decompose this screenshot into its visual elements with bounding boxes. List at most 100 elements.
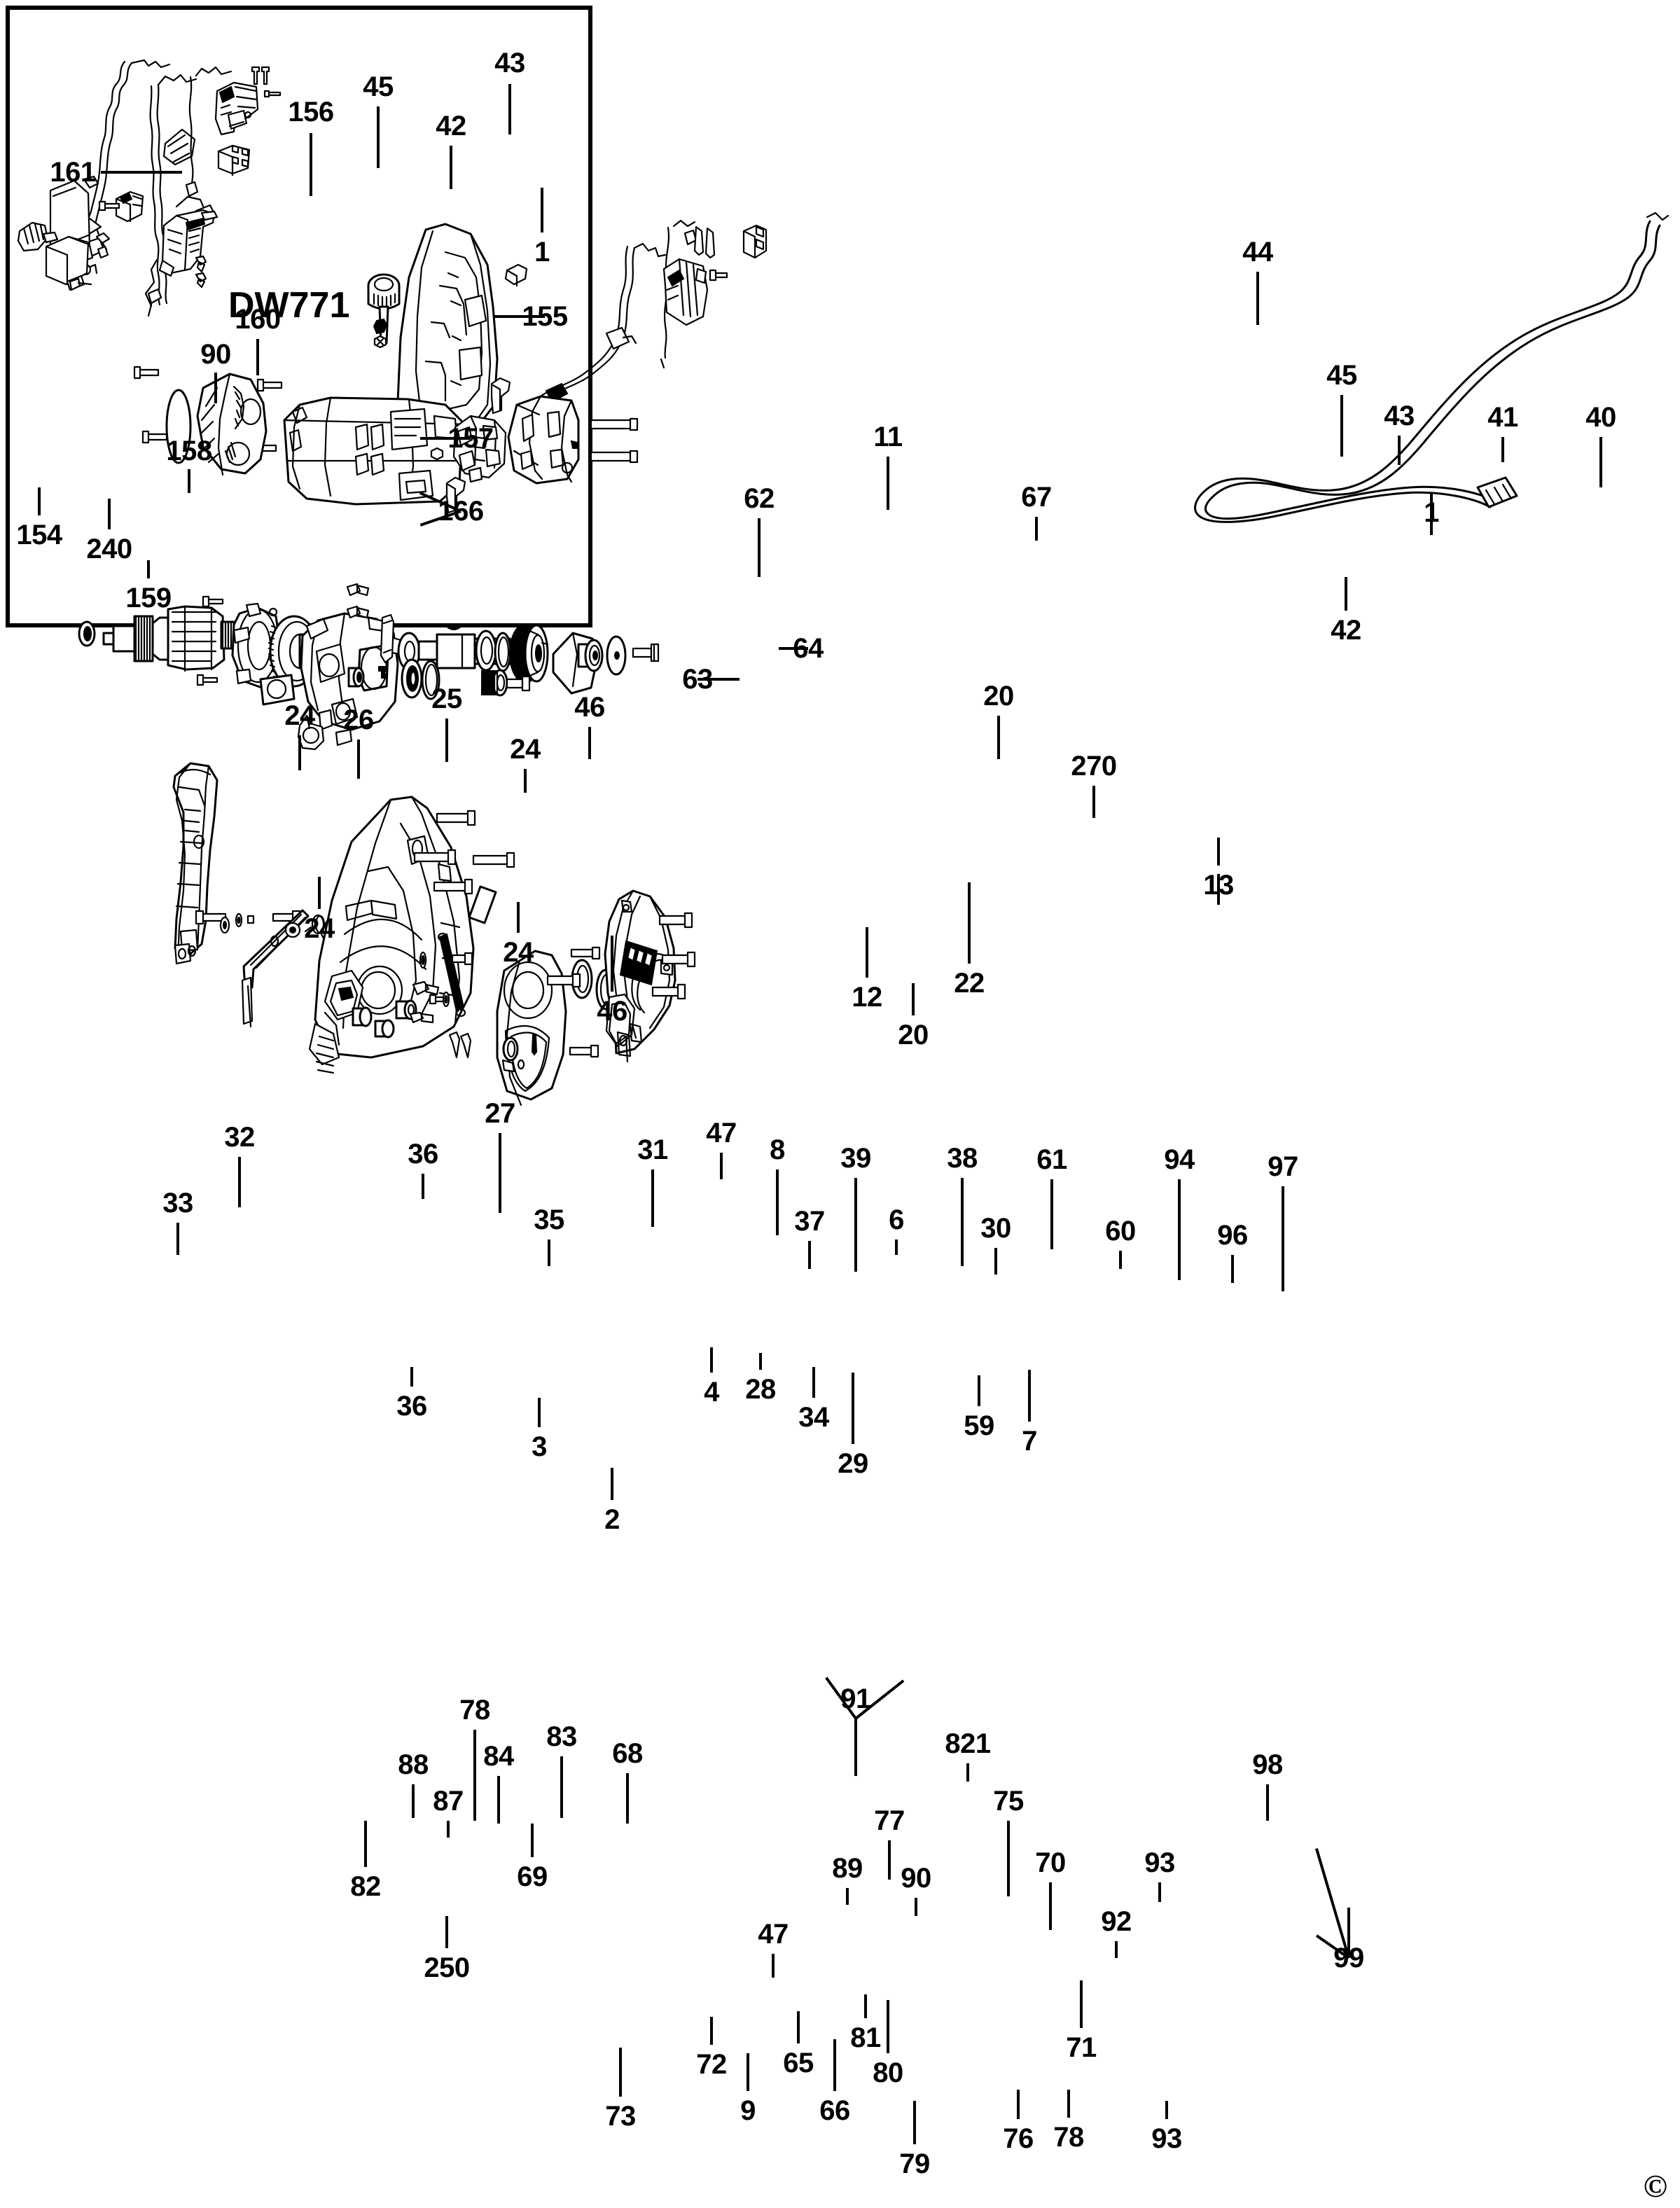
blade-guard-98 bbox=[594, 884, 692, 1066]
leader-line bbox=[588, 727, 591, 759]
callout-45: 45 bbox=[363, 71, 394, 102]
part-84 bbox=[245, 913, 256, 926]
callout-12: 12 bbox=[852, 982, 882, 1013]
pins-79 bbox=[447, 1029, 475, 1064]
leader-line bbox=[1340, 395, 1343, 457]
callout-44: 44 bbox=[1242, 237, 1273, 268]
callout-47: 47 bbox=[706, 1118, 737, 1148]
callout-81: 81 bbox=[850, 2022, 881, 2053]
leader-line bbox=[852, 1373, 854, 1444]
leader-line bbox=[1345, 577, 1347, 611]
leader-line bbox=[1178, 1179, 1181, 1280]
leader-line bbox=[854, 1719, 857, 1776]
leader-line bbox=[710, 1347, 713, 1373]
leader-line bbox=[887, 2000, 889, 2053]
leader-line bbox=[38, 487, 41, 515]
pin-80 bbox=[441, 990, 451, 1008]
leader-line bbox=[619, 2048, 622, 2097]
screw-90-lower bbox=[451, 951, 476, 966]
callout-160: 160 bbox=[235, 304, 281, 335]
callout-4: 4 bbox=[704, 1377, 719, 1408]
leader-line bbox=[548, 1240, 550, 1266]
spring-77 bbox=[434, 931, 469, 1022]
screws-13 bbox=[590, 415, 646, 471]
callout-46: 46 bbox=[574, 692, 605, 723]
callout-69: 69 bbox=[517, 1861, 548, 1892]
leader-line bbox=[377, 106, 380, 168]
leader-line bbox=[994, 1248, 997, 1275]
guard-plate-75 bbox=[490, 947, 581, 1106]
leader-line bbox=[720, 1153, 723, 1179]
leader-line bbox=[560, 1756, 563, 1818]
leader-line bbox=[961, 1178, 964, 1266]
motor-field-assembly bbox=[272, 384, 482, 524]
leader-line bbox=[1158, 1882, 1161, 1902]
bolt-66 bbox=[409, 1010, 440, 1027]
callout-84: 84 bbox=[483, 1741, 514, 1772]
callout-46: 46 bbox=[597, 996, 627, 1027]
callout-91: 91 bbox=[840, 1683, 871, 1714]
leader-line bbox=[1050, 1179, 1053, 1249]
leader-line bbox=[1217, 838, 1220, 866]
leader-line bbox=[747, 2053, 749, 2091]
inset-terminal-block-155 bbox=[214, 141, 256, 176]
inset-screw-90 bbox=[98, 197, 126, 214]
inset-screw-158 bbox=[90, 224, 118, 266]
bolt-92 bbox=[546, 972, 584, 990]
callout-7: 7 bbox=[1022, 1426, 1037, 1457]
leader-line bbox=[410, 1367, 413, 1387]
callout-89: 89 bbox=[832, 1853, 863, 1884]
callout-33: 33 bbox=[162, 1188, 193, 1218]
callout-13: 13 bbox=[1203, 870, 1234, 901]
spacer-94 bbox=[576, 636, 605, 672]
clip-20 bbox=[489, 374, 514, 415]
knob-62 bbox=[363, 266, 405, 350]
leader-line bbox=[1092, 786, 1095, 818]
nut-64 bbox=[373, 317, 389, 335]
callout-61: 61 bbox=[1036, 1144, 1067, 1175]
screws-91 bbox=[413, 810, 525, 901]
bolt-97 bbox=[632, 641, 664, 665]
callout-158: 158 bbox=[166, 436, 212, 466]
callout-31: 31 bbox=[637, 1134, 668, 1165]
nut-63 bbox=[371, 333, 388, 350]
washer-29 bbox=[419, 658, 443, 702]
callout-166: 166 bbox=[438, 496, 484, 527]
leader-line bbox=[497, 1776, 500, 1824]
callout-25: 25 bbox=[431, 683, 462, 714]
callout-70: 70 bbox=[1035, 1847, 1066, 1878]
callout-92: 92 bbox=[1101, 1906, 1132, 1937]
callout-94: 94 bbox=[1164, 1144, 1195, 1175]
leader-line bbox=[412, 1784, 415, 1818]
bushing-4 bbox=[345, 662, 366, 692]
callout-67: 67 bbox=[1021, 482, 1052, 513]
callout-90: 90 bbox=[200, 339, 231, 370]
callout-34: 34 bbox=[798, 1402, 829, 1433]
callout-90: 90 bbox=[901, 1863, 931, 1894]
callout-72: 72 bbox=[696, 2049, 727, 2080]
connector-41 bbox=[740, 221, 770, 261]
leader-line bbox=[298, 735, 301, 770]
callout-83: 83 bbox=[546, 1721, 577, 1752]
callout-63: 63 bbox=[682, 664, 713, 695]
callout-66: 66 bbox=[819, 2095, 850, 2126]
callout-64: 64 bbox=[793, 633, 824, 664]
callout-45: 45 bbox=[1326, 360, 1357, 391]
callout-26: 26 bbox=[343, 704, 374, 735]
callout-27: 27 bbox=[485, 1098, 515, 1129]
leader-line bbox=[1067, 2090, 1070, 2118]
leader-line bbox=[854, 1178, 857, 1272]
callout-6: 6 bbox=[889, 1204, 904, 1235]
callout-78: 78 bbox=[459, 1695, 490, 1726]
leader-line bbox=[1599, 437, 1602, 487]
leader-line bbox=[531, 1824, 534, 1857]
callout-87: 87 bbox=[433, 1786, 464, 1817]
leader-line bbox=[968, 882, 971, 964]
inset-screw-1 bbox=[263, 87, 284, 101]
washer-96 bbox=[604, 634, 629, 676]
leader-line bbox=[1282, 1186, 1284, 1291]
bushing-9 bbox=[371, 1014, 396, 1042]
leader-line bbox=[710, 2017, 713, 2045]
inset-switch-42 bbox=[213, 76, 262, 139]
